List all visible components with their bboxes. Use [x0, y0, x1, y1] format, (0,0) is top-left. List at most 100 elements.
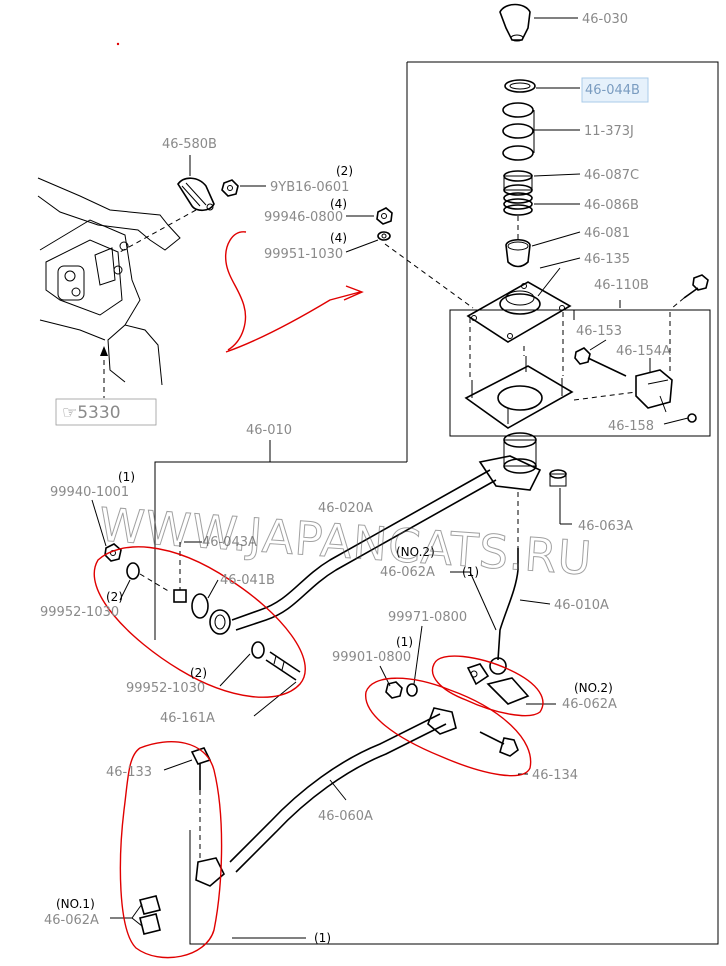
part-46-133-bolt	[190, 747, 212, 790]
part-46-081-boot	[505, 238, 531, 268]
qty-99952b: (2)	[190, 666, 207, 680]
part-46-110b-bracket	[464, 310, 575, 429]
label-46-060a: 46-060A	[318, 809, 373, 824]
label-99940-1001: 99940-1001	[50, 485, 129, 500]
part-46-135-boot-plate	[466, 281, 572, 343]
leader-washer-plate	[384, 243, 474, 309]
label-46-134: 46-134	[532, 768, 578, 783]
qty-46-062a-top: (1)	[462, 565, 479, 579]
label-11-373j: 11-373J	[584, 124, 634, 139]
assembly-frame	[189, 61, 719, 945]
ref-arrow-label: ☞5330	[62, 403, 121, 423]
qty-no2-top: (NO.2)	[396, 545, 435, 559]
qty-99901: (1)	[396, 635, 413, 649]
part-9yb16-0601	[221, 179, 239, 197]
qty-99951: (4)	[330, 231, 347, 245]
label-46-030: 46-030	[582, 12, 628, 27]
part-46-154a-block	[635, 369, 673, 413]
label-99946-0800: 99946-0800	[264, 210, 343, 225]
part-11-373j-rings	[502, 102, 534, 161]
part-99901-0800	[385, 681, 403, 699]
label-99951-1030: 99951-1030	[264, 247, 343, 262]
qty-no1: (NO.1)	[56, 897, 95, 911]
label-46-062a-right: 46-062A	[562, 697, 617, 712]
part-46-030-knob	[499, 3, 531, 42]
qty-9yb16: (2)	[336, 164, 353, 178]
part-46-062a-joint-left	[139, 895, 161, 935]
label-99971-0800: 99971-0800	[388, 610, 467, 625]
leader-nut-bushing	[139, 573, 171, 593]
leader-block-bolt	[573, 391, 637, 401]
part-lever-base	[478, 432, 542, 491]
label-46-580b: 46-580B	[162, 137, 217, 152]
part-46-580b	[177, 177, 215, 212]
label-46-081: 46-081	[584, 226, 630, 241]
leader-580b-body	[119, 209, 197, 253]
part-46-062a-joint-right	[466, 663, 530, 705]
label-9yb16-0601: 9YB16-0601	[270, 180, 349, 195]
assembly-frame-step	[154, 461, 407, 640]
ref-arrow-head	[100, 346, 108, 356]
part-46-153-bolt-top	[574, 347, 627, 377]
part-46-044b-ring	[504, 79, 536, 93]
label-99952-1030-a: 99952-1030	[40, 605, 119, 620]
qty-bottom: (1)	[314, 931, 331, 945]
part-99951-1030	[377, 231, 391, 241]
red-scribble-arrow	[225, 231, 364, 353]
red-circle-left-rod	[93, 546, 306, 698]
part-46-086b-spring	[503, 192, 533, 216]
part-99971-0800	[406, 683, 418, 697]
label-46-158: 46-158	[608, 419, 654, 434]
part-46-010a-lever	[489, 548, 519, 675]
red-circle-mid-joint	[365, 677, 532, 777]
label-46-135: 46-135	[584, 252, 630, 267]
leader-bolt-bracket	[671, 297, 685, 309]
qty-no2-right: (NO.2)	[574, 681, 613, 695]
label-46-062a-top: 46-062A	[380, 565, 435, 580]
part-46-020a-rod	[231, 469, 497, 631]
label-46-041b: 46-041B	[220, 573, 275, 588]
part-labels: 46-030 46-044B 11-373J 46-087C 46-086B 4…	[40, 12, 671, 928]
label-46-010: 46-010	[246, 423, 292, 438]
label-46-086b: 46-086B	[584, 198, 639, 213]
part-46-134-bolt	[479, 731, 519, 757]
label-46-161a: 46-161A	[160, 711, 215, 726]
part-46-087c-bushing	[503, 170, 533, 196]
label-46-154a: 46-154A	[616, 344, 671, 359]
label-highlight	[581, 77, 649, 103]
qty-99952a: (2)	[106, 590, 123, 604]
part-46-161a-stud	[251, 641, 301, 681]
qty-99940: (1)	[118, 470, 135, 484]
part-99946-0800	[376, 207, 393, 225]
part-46-043a	[173, 542, 187, 603]
bracket-subassembly-box	[449, 309, 711, 437]
part-46-158-clip	[687, 413, 697, 423]
label-46-043a: 46-043A	[202, 535, 257, 550]
label-46-153-top: 46-153	[576, 324, 622, 339]
label-99901-0800: 99901-0800	[332, 650, 411, 665]
vehicle-body-drawing	[37, 177, 181, 386]
leader-lines	[91, 17, 689, 939]
part-46-063a-bushing	[549, 469, 567, 487]
red-annotations	[93, 42, 544, 959]
ref-box	[55, 398, 157, 426]
part-46-041b	[191, 593, 231, 635]
label-46-010a: 46-010A	[554, 598, 609, 613]
qty-99946: (4)	[330, 197, 347, 211]
part-99952-1030-washer-a	[126, 562, 140, 580]
label-46-063a: 46-063A	[578, 519, 633, 534]
label-46-133: 46-133	[106, 765, 152, 780]
label-46-087c: 46-087C	[584, 168, 639, 183]
red-circle-lower-joint	[119, 741, 223, 959]
label-46-062a-left: 46-062A	[44, 913, 99, 928]
quantity-labels: (2) (4) (4) (1) (NO.2) (2) (1) (1) (NO.2…	[56, 164, 613, 945]
label-99952-1030-b: 99952-1030	[126, 681, 205, 696]
label-46-044b: 46-044B	[585, 83, 640, 98]
label-46-020a: 46-020A	[318, 501, 373, 516]
red-dot	[116, 42, 120, 46]
part-46-060a-rod	[195, 707, 457, 887]
part-bolt-top-right	[683, 274, 709, 299]
red-circle-right-joint	[431, 655, 544, 717]
label-46-110b: 46-110B	[594, 278, 649, 293]
